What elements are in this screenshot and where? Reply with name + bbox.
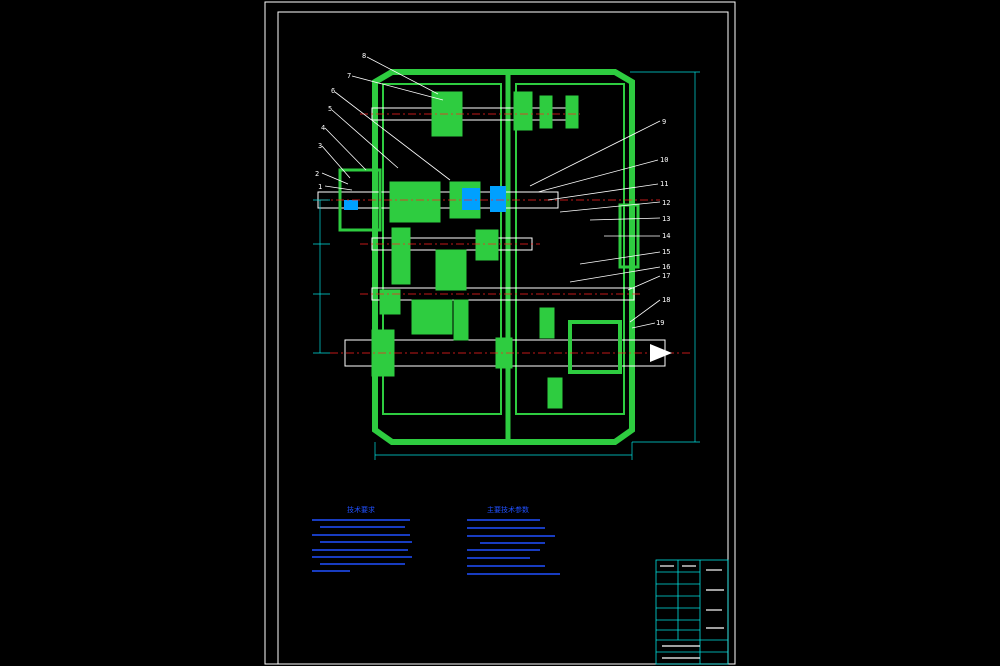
centerlines xyxy=(320,113,690,354)
part-label-8: 8 xyxy=(362,52,366,60)
title-block xyxy=(655,559,729,665)
part-label-19: 19 xyxy=(656,319,664,327)
notes-heading-right: 主要技术参数 xyxy=(487,505,529,514)
main-parameters-notes: 主要技术参数 xyxy=(467,505,560,575)
part-label-2: 2 xyxy=(315,170,319,178)
part-label-13: 13 xyxy=(662,215,670,223)
gear-blocks xyxy=(338,91,640,409)
notes-heading-left: 技术要求 xyxy=(347,505,375,514)
dimension-lines xyxy=(313,71,700,460)
part-label-16: 16 xyxy=(662,263,670,271)
section-details xyxy=(344,186,506,212)
part-label-1: 1 xyxy=(318,183,322,191)
part-label-7: 7 xyxy=(347,72,351,80)
part-label-3: 3 xyxy=(318,142,322,150)
spindle-center-tip xyxy=(650,344,672,362)
gearbox-housing xyxy=(372,69,635,445)
part-label-15: 15 xyxy=(662,248,670,256)
part-label-17: 17 xyxy=(662,272,670,280)
part-label-11: 11 xyxy=(660,180,668,188)
part-label-6: 6 xyxy=(331,87,335,95)
part-label-5: 5 xyxy=(328,105,332,113)
part-label-14: 14 xyxy=(662,232,670,240)
title-block-text xyxy=(660,565,724,659)
part-label-12: 12 xyxy=(662,199,670,207)
leader-lines xyxy=(321,56,661,329)
technical-requirements-notes: 技术要求 xyxy=(312,505,412,572)
part-label-4: 4 xyxy=(321,124,325,132)
part-label-10: 10 xyxy=(660,156,668,164)
part-label-9: 9 xyxy=(662,118,666,126)
sheet-border-inner xyxy=(277,11,729,665)
part-label-18: 18 xyxy=(662,296,670,304)
housing-ribs xyxy=(382,83,625,415)
part-labels: 1 2 3 4 5 6 7 8 9 10 11 12 13 14 15 16 1… xyxy=(315,52,670,327)
